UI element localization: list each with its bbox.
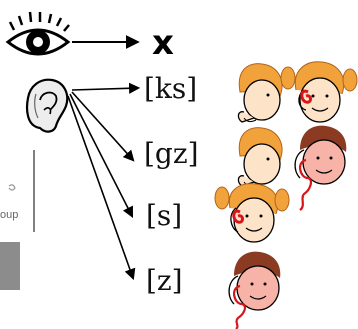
phoneme-ks: [ks]	[144, 72, 197, 105]
phoneme-z: [z]	[146, 264, 183, 297]
grapheme-x: x	[152, 23, 174, 63]
eye-icon	[5, 11, 71, 56]
phoneme-gz: [gz]	[144, 137, 199, 170]
mouth-touch-girl-picture-2	[237, 127, 283, 187]
ear-icon	[25, 78, 69, 133]
ear-touch-girl-picture-2	[214, 183, 290, 243]
arrows-ear-to-phonemes	[67, 82, 141, 281]
ear-touch-girl-picture	[280, 61, 358, 123]
logo-text: oup	[0, 209, 18, 221]
logo-fragment: oup	[0, 150, 35, 290]
mouth-touch-girl-picture	[237, 63, 283, 123]
ear-touch-boy-picture	[294, 125, 347, 211]
phoneme-s: [s]	[146, 199, 182, 232]
gray-block	[0, 242, 20, 290]
ear-touch-boy-picture-2	[228, 251, 281, 329]
